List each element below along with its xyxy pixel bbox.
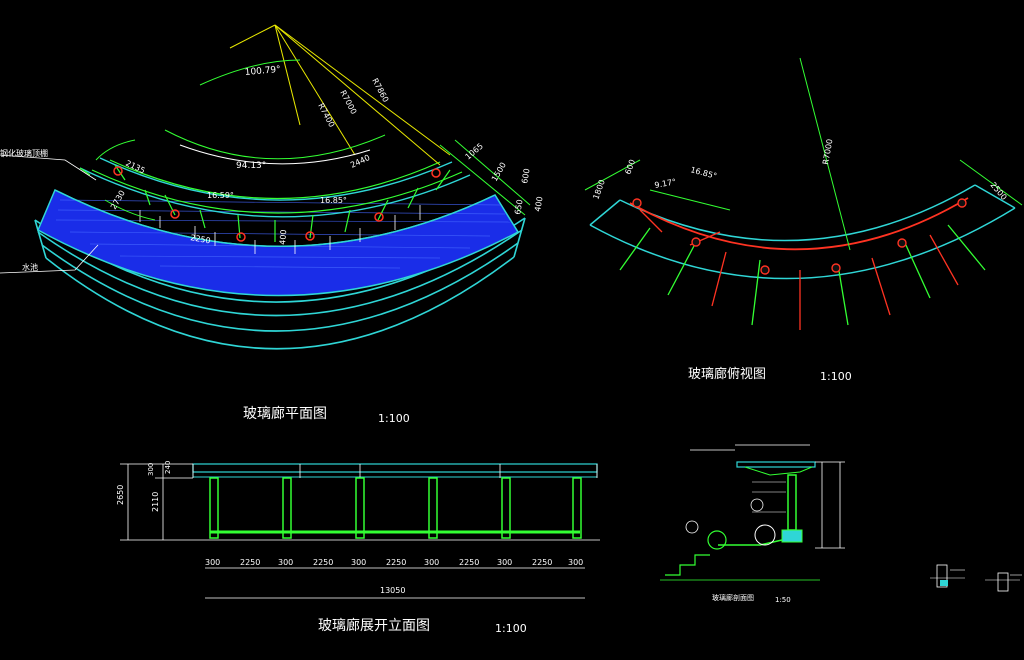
elevation-span-4: 300 — [351, 558, 366, 567]
elevation-title: 玻璃廊展开立面图 — [318, 617, 430, 634]
top-view-dim-line — [959, 159, 1023, 206]
plan-angle-seg-b: 16.85° — [320, 196, 347, 205]
section-steps — [665, 554, 710, 576]
top-view-angle-b: 9.17° — [654, 177, 677, 190]
section-scale: 1:50 — [775, 596, 791, 604]
plan-dim-400b: 400 — [533, 196, 545, 213]
plan-water-hatch — [55, 199, 511, 269]
elevation-span-0: 300 — [205, 558, 220, 567]
elevation-posts — [209, 477, 582, 539]
elevation-span-6: 300 — [424, 558, 439, 567]
elevation-h-sub: 240 — [164, 461, 172, 474]
top-view-angle-a: 16.85° — [689, 165, 717, 181]
elevation-drawing: 2650 300 240 2110 300 2250 300 2250 300 … — [116, 461, 600, 599]
top-view-red-rafters — [639, 209, 959, 330]
elevation-scale: 1:100 — [495, 622, 527, 635]
plan-callout-top: 钢化玻璃顶棚 — [0, 148, 48, 158]
section-roof — [736, 461, 816, 468]
plan-dim-600: 600 — [520, 168, 532, 185]
top-view-columns — [632, 198, 967, 275]
elevation-roof-ticks — [192, 464, 598, 478]
plan-green-framing — [79, 159, 463, 242]
section-detail-circle-a — [707, 530, 727, 550]
top-view-red-beam — [629, 197, 969, 251]
section-detail-marker-b — [750, 498, 764, 512]
plan-dim-2730: 2730 — [109, 189, 127, 211]
elevation-span-2: 300 — [278, 558, 293, 567]
plan-radials — [164, 24, 451, 166]
section-side-dims — [815, 461, 845, 549]
section-post — [787, 474, 797, 531]
top-view-scale: 1:100 — [820, 370, 852, 383]
top-view-green-rafters — [619, 224, 986, 326]
small-detail-a — [930, 564, 965, 588]
section-drawing: 玻璃廊剖面图 1:50 — [660, 444, 845, 604]
plan-drawing: 钢化玻璃顶棚 水池 100.79° 94.13° 16.59° 16.85° R… — [0, 24, 545, 350]
elevation-total: 13050 — [380, 586, 405, 595]
top-view-radius-line — [799, 57, 851, 251]
elevation-span-1: 2250 — [240, 558, 260, 567]
elevation-span-3: 2250 — [313, 558, 333, 567]
section-slab — [718, 539, 783, 546]
top-view-angle-arc — [649, 189, 731, 211]
elevation-span-7: 2250 — [459, 558, 479, 567]
section-labels — [752, 481, 786, 513]
elevation-roof — [192, 463, 598, 473]
top-view-dim-line-left — [584, 159, 641, 191]
top-view-dim-1800: 1800 — [591, 178, 606, 200]
top-view-radius: R7000 — [821, 138, 834, 165]
top-view-drawing: R7000 16.85° 9.17° 1800 600 2500 — [584, 57, 1023, 330]
plan-angle-seg-a: 16.59° — [207, 191, 234, 200]
plan-dim-650: 650 — [513, 199, 525, 216]
plan-radius-a: R7860 — [370, 77, 390, 104]
elevation-span-10: 300 — [568, 558, 583, 567]
plan-corridor-rings — [54, 157, 496, 247]
plan-angle-inner: 94.13° — [236, 161, 266, 171]
elevation-h-main: 2110 — [151, 492, 160, 512]
elevation-h-top: 300 — [147, 463, 155, 476]
plan-dim-400: 400 — [278, 229, 288, 245]
top-view-title: 玻璃廊俯视图 — [688, 366, 766, 382]
plan-callout-bottom: 水池 — [22, 262, 38, 272]
section-detail-circle-b — [754, 524, 776, 546]
elevation-dims — [120, 463, 585, 599]
section-bracket — [744, 466, 813, 476]
plan-dim-1065: 1065 — [464, 142, 485, 162]
top-view-arcs — [589, 184, 1016, 280]
elevation-span-8: 300 — [497, 558, 512, 567]
plan-dim-1500: 1500 — [490, 161, 508, 183]
section-detail-marker-a — [685, 520, 699, 534]
elevation-roof-sub — [192, 471, 598, 478]
plan-dim-lines — [95, 139, 531, 221]
plan-columns — [113, 166, 441, 242]
plan-angle-outer: 100.79° — [244, 65, 281, 78]
top-view-dim-600: 600 — [623, 158, 637, 175]
elevation-span-9: 2250 — [532, 558, 552, 567]
elevation-span-5: 2250 — [386, 558, 406, 567]
small-detail-b — [985, 572, 1022, 592]
section-footing — [781, 529, 803, 543]
elevation-h-total: 2650 — [116, 485, 125, 505]
plan-dim-2440: 2440 — [349, 153, 371, 170]
section-title: 玻璃廊剖面图 — [712, 593, 754, 602]
plan-scale: 1:100 — [378, 412, 410, 425]
plan-title: 玻璃廊平面图 — [243, 405, 327, 422]
plan-ticks — [139, 205, 421, 254]
plan-radius-c: R7400 — [316, 102, 336, 129]
plan-leaders — [0, 154, 99, 274]
plan-dim-2250: 2250 — [190, 233, 212, 245]
